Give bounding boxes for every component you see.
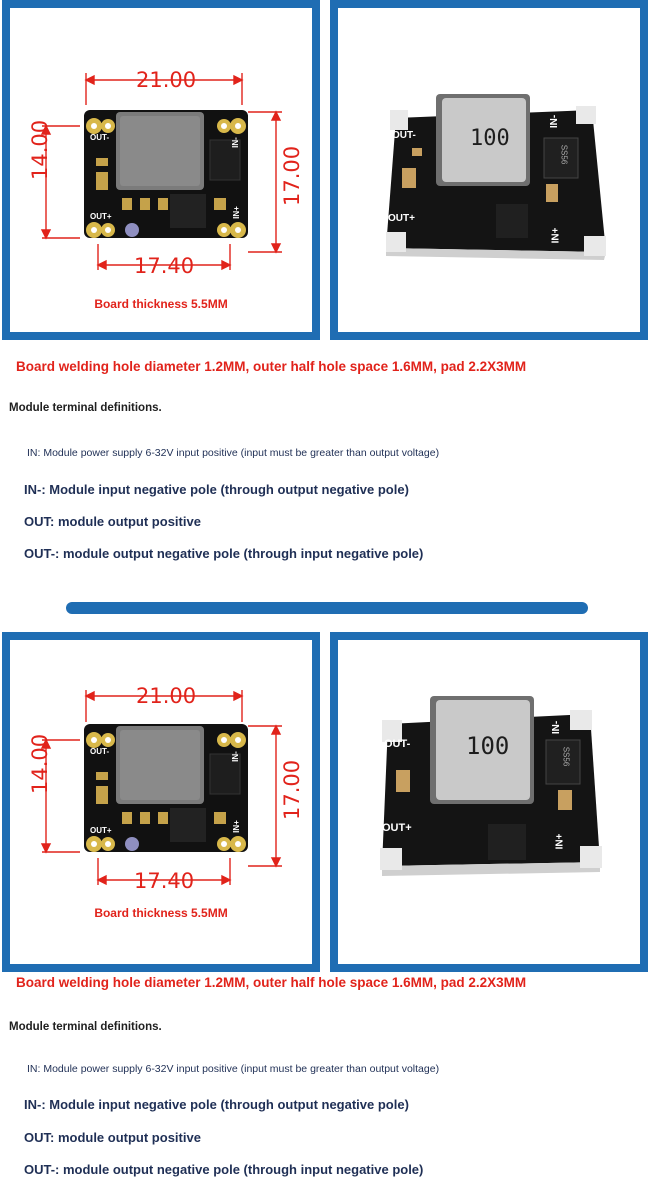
label-out-minus: OUT-	[90, 747, 110, 756]
label-out-plus: OUT+	[382, 822, 412, 834]
label-in-plus: IN+	[554, 833, 566, 850]
section-divider	[66, 602, 588, 614]
terminal-in: IN: Module power supply 6-32V input posi…	[27, 1063, 440, 1075]
label-out-plus: OUT+	[388, 213, 415, 224]
label-out-minus: OUT-	[384, 738, 411, 750]
module-title: Module terminal definitions.	[9, 1021, 162, 1033]
label-out-plus: OUT+	[90, 826, 112, 835]
label-in-plus: IN+	[231, 206, 241, 219]
label-in-plus: IN+	[550, 227, 562, 244]
dimension-drawing-frame: 21.00 14.00 17.00 17.40 OUT- OUT+ IN- IN…	[2, 0, 320, 340]
label-in-minus: IN-	[230, 751, 240, 762]
dimension-diagram	[40, 73, 282, 271]
terminal-out: OUT: module output positive	[24, 514, 201, 529]
dim-height-right: 17.00	[280, 759, 304, 820]
inductor-code: 100	[470, 126, 510, 151]
label-in-minus: IN-	[549, 114, 561, 129]
welding-note: Board welding hole diameter 1.2MM, outer…	[16, 975, 527, 990]
terminal-out-minus: OUT-: module output negative pole (throu…	[24, 546, 424, 561]
dim-width-top: 21.00	[136, 684, 197, 708]
diode-code: SS56	[561, 746, 571, 767]
board-thickness: Board thickness 5.5MM	[94, 297, 228, 311]
product-photo-frame: 100 OUT- OUT+ IN- IN+ SS56	[330, 632, 648, 972]
welding-note: Board welding hole diameter 1.2MM, outer…	[16, 359, 527, 374]
label-out-plus: OUT+	[90, 212, 112, 221]
board-thickness: Board thickness 5.5MM	[94, 906, 228, 920]
terminal-out-minus: OUT-: module output negative pole (throu…	[24, 1162, 424, 1177]
diode-code: SS56	[559, 144, 569, 165]
dim-width-bottom: 17.40	[134, 254, 195, 278]
product-photo-frame: 100 OUT- OUT+ IN- IN+ SS56	[330, 0, 648, 340]
product-photo	[386, 94, 606, 260]
dim-height-right: 17.00	[280, 145, 304, 206]
label-out-minus: OUT-	[90, 133, 110, 142]
dimension-drawing-frame: 21.00 14.00 17.00 17.40 OUT- OUT+ IN- IN…	[2, 632, 320, 972]
label-in-minus: IN-	[230, 137, 240, 148]
dimension-diagram	[40, 690, 282, 886]
label-out-minus: OUT-	[392, 130, 416, 141]
dim-width-top: 21.00	[136, 68, 197, 92]
module-title: Module terminal definitions.	[9, 402, 162, 414]
inductor-code: 100	[466, 732, 510, 760]
terminal-in: IN: Module power supply 6-32V input posi…	[27, 447, 440, 459]
dim-height-left: 14.00	[28, 119, 52, 180]
dim-width-bottom: 17.40	[134, 869, 195, 893]
label-in-plus: IN+	[231, 820, 241, 833]
terminal-in-minus: IN-: Module input negative pole (through…	[24, 482, 409, 497]
dim-height-left: 14.00	[28, 733, 52, 794]
label-in-minus: IN-	[551, 720, 563, 735]
terminal-out: OUT: module output positive	[24, 1130, 201, 1145]
terminal-in-minus: IN-: Module input negative pole (through…	[24, 1097, 409, 1112]
product-photo	[380, 696, 602, 876]
